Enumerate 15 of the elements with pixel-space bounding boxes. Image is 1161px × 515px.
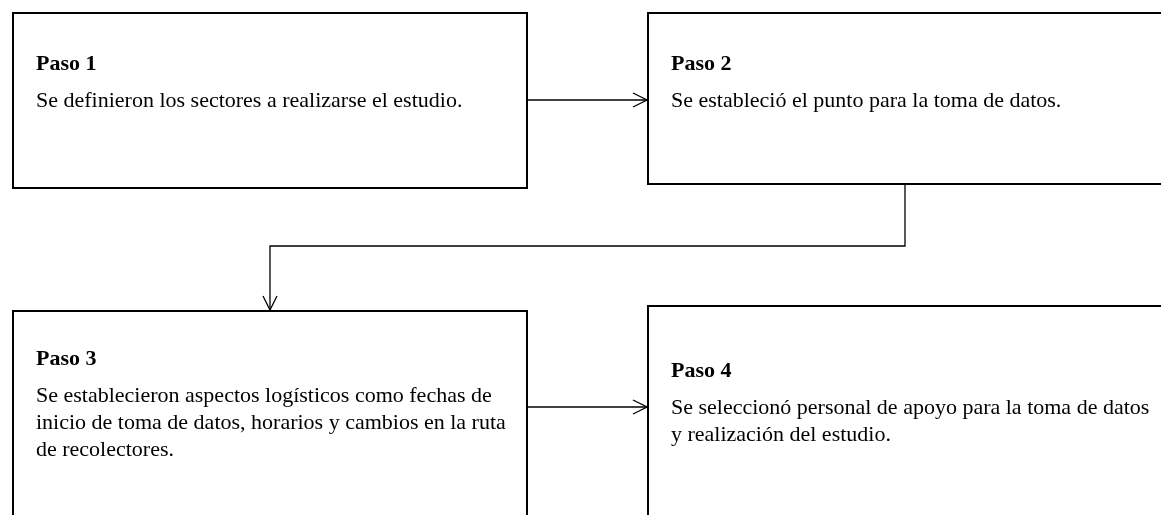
step-description: Se estableció el punto para la toma de datos. <box>671 86 1063 113</box>
step-description: Se establecieron aspectos logísticos como fechas de inicio de toma de datos, horarios y cambios en la ruta de recolectores. <box>36 381 507 462</box>
process-box <box>647 12 1161 185</box>
step-heading: Paso 3 <box>36 345 97 371</box>
step-heading: Paso 1 <box>36 50 97 76</box>
arrow <box>262 184 906 311</box>
arrow <box>527 399 648 415</box>
step-heading: Paso 4 <box>671 357 732 383</box>
process-box <box>12 12 528 189</box>
step-description: Se seleccionó personal de apoyo para la toma de datos y realización del estudio. <box>671 393 1151 447</box>
arrow <box>527 92 648 108</box>
step-heading: Paso 2 <box>671 50 732 76</box>
process-box <box>647 305 1161 515</box>
process-box <box>12 310 528 515</box>
step-description: Se definieron los sectores a realizarse el estudio. <box>36 86 464 113</box>
